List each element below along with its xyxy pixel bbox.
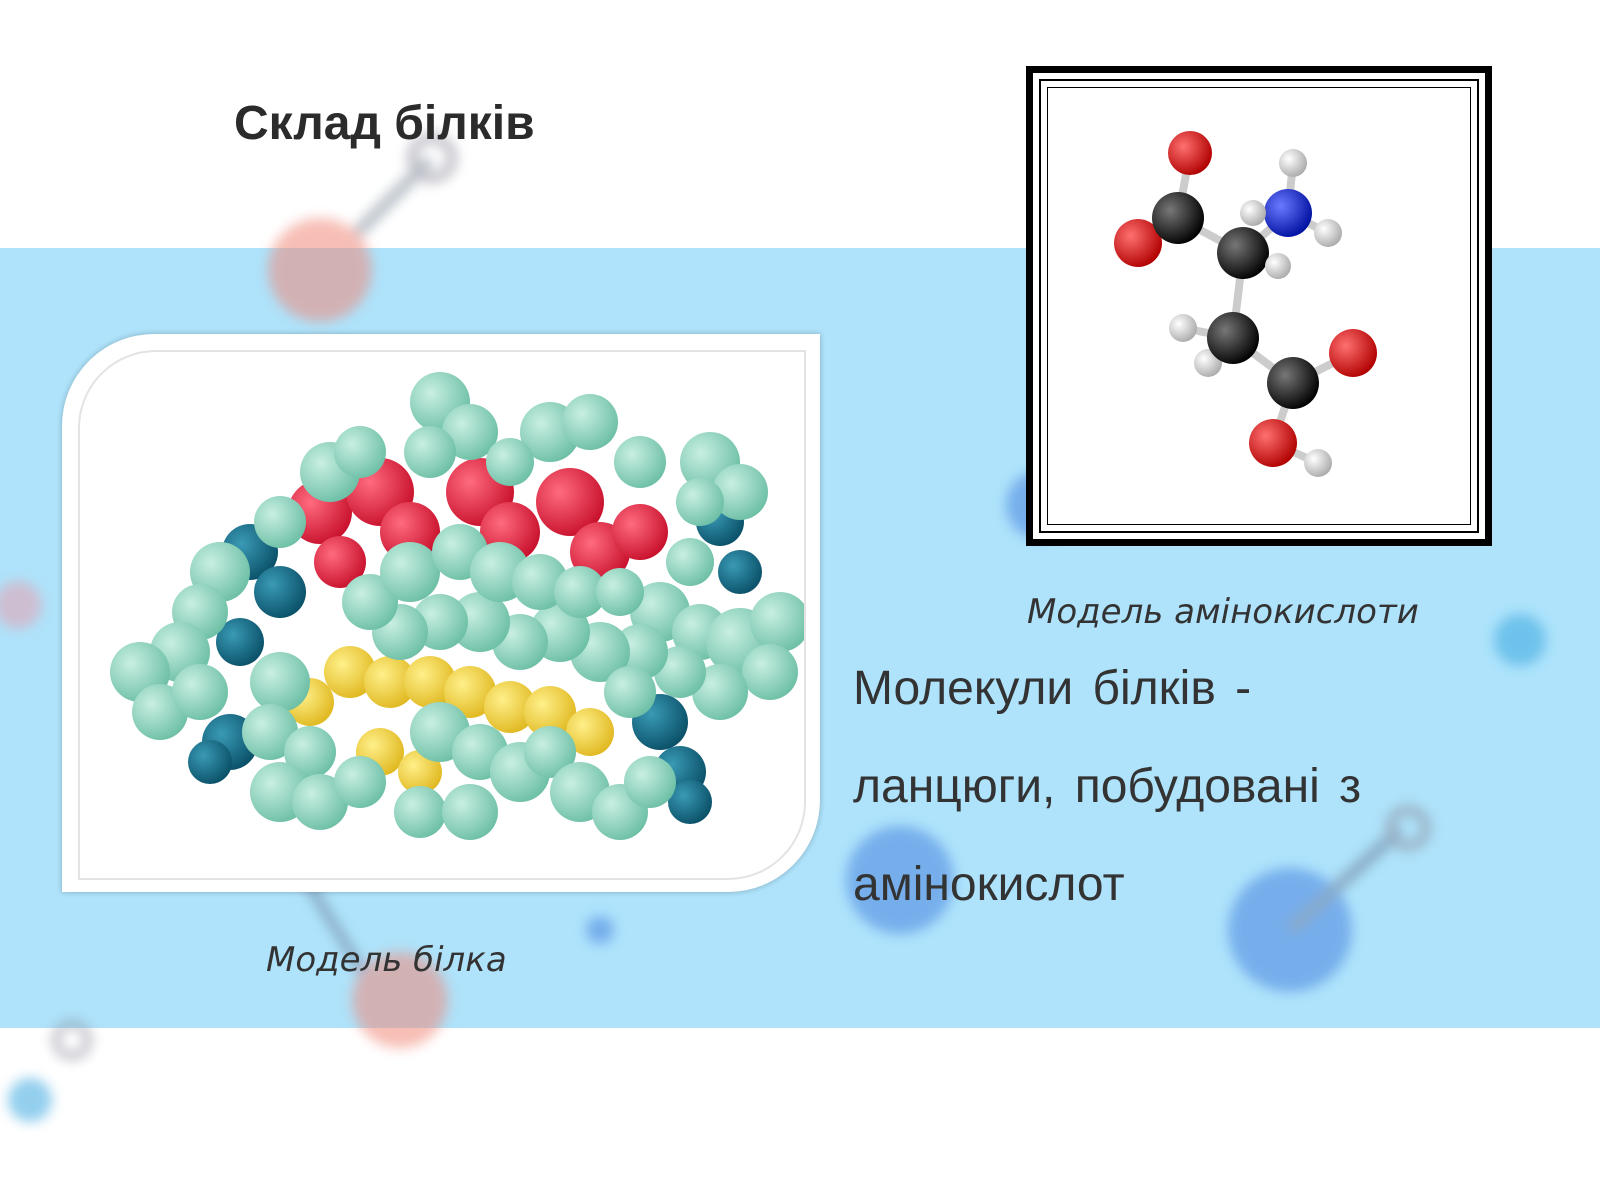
body-text-line: амінокислот	[853, 858, 1125, 911]
slide-title: Склад білків	[234, 97, 535, 150]
body-text: Молекули білків - ланцюги, побудовані з …	[853, 640, 1573, 934]
amino-acid-model-image	[1047, 87, 1471, 525]
body-text-line: Молекули білків -	[853, 662, 1252, 715]
protein-caption: Модель білка	[266, 940, 507, 980]
protein-model-frame	[62, 334, 820, 892]
amino-acid-model-frame	[1026, 66, 1492, 546]
protein-model-image	[78, 350, 806, 880]
amino-acid-caption: Модель амінокислоти	[1027, 592, 1419, 632]
body-text-line: ланцюги, побудовані з	[853, 760, 1362, 813]
